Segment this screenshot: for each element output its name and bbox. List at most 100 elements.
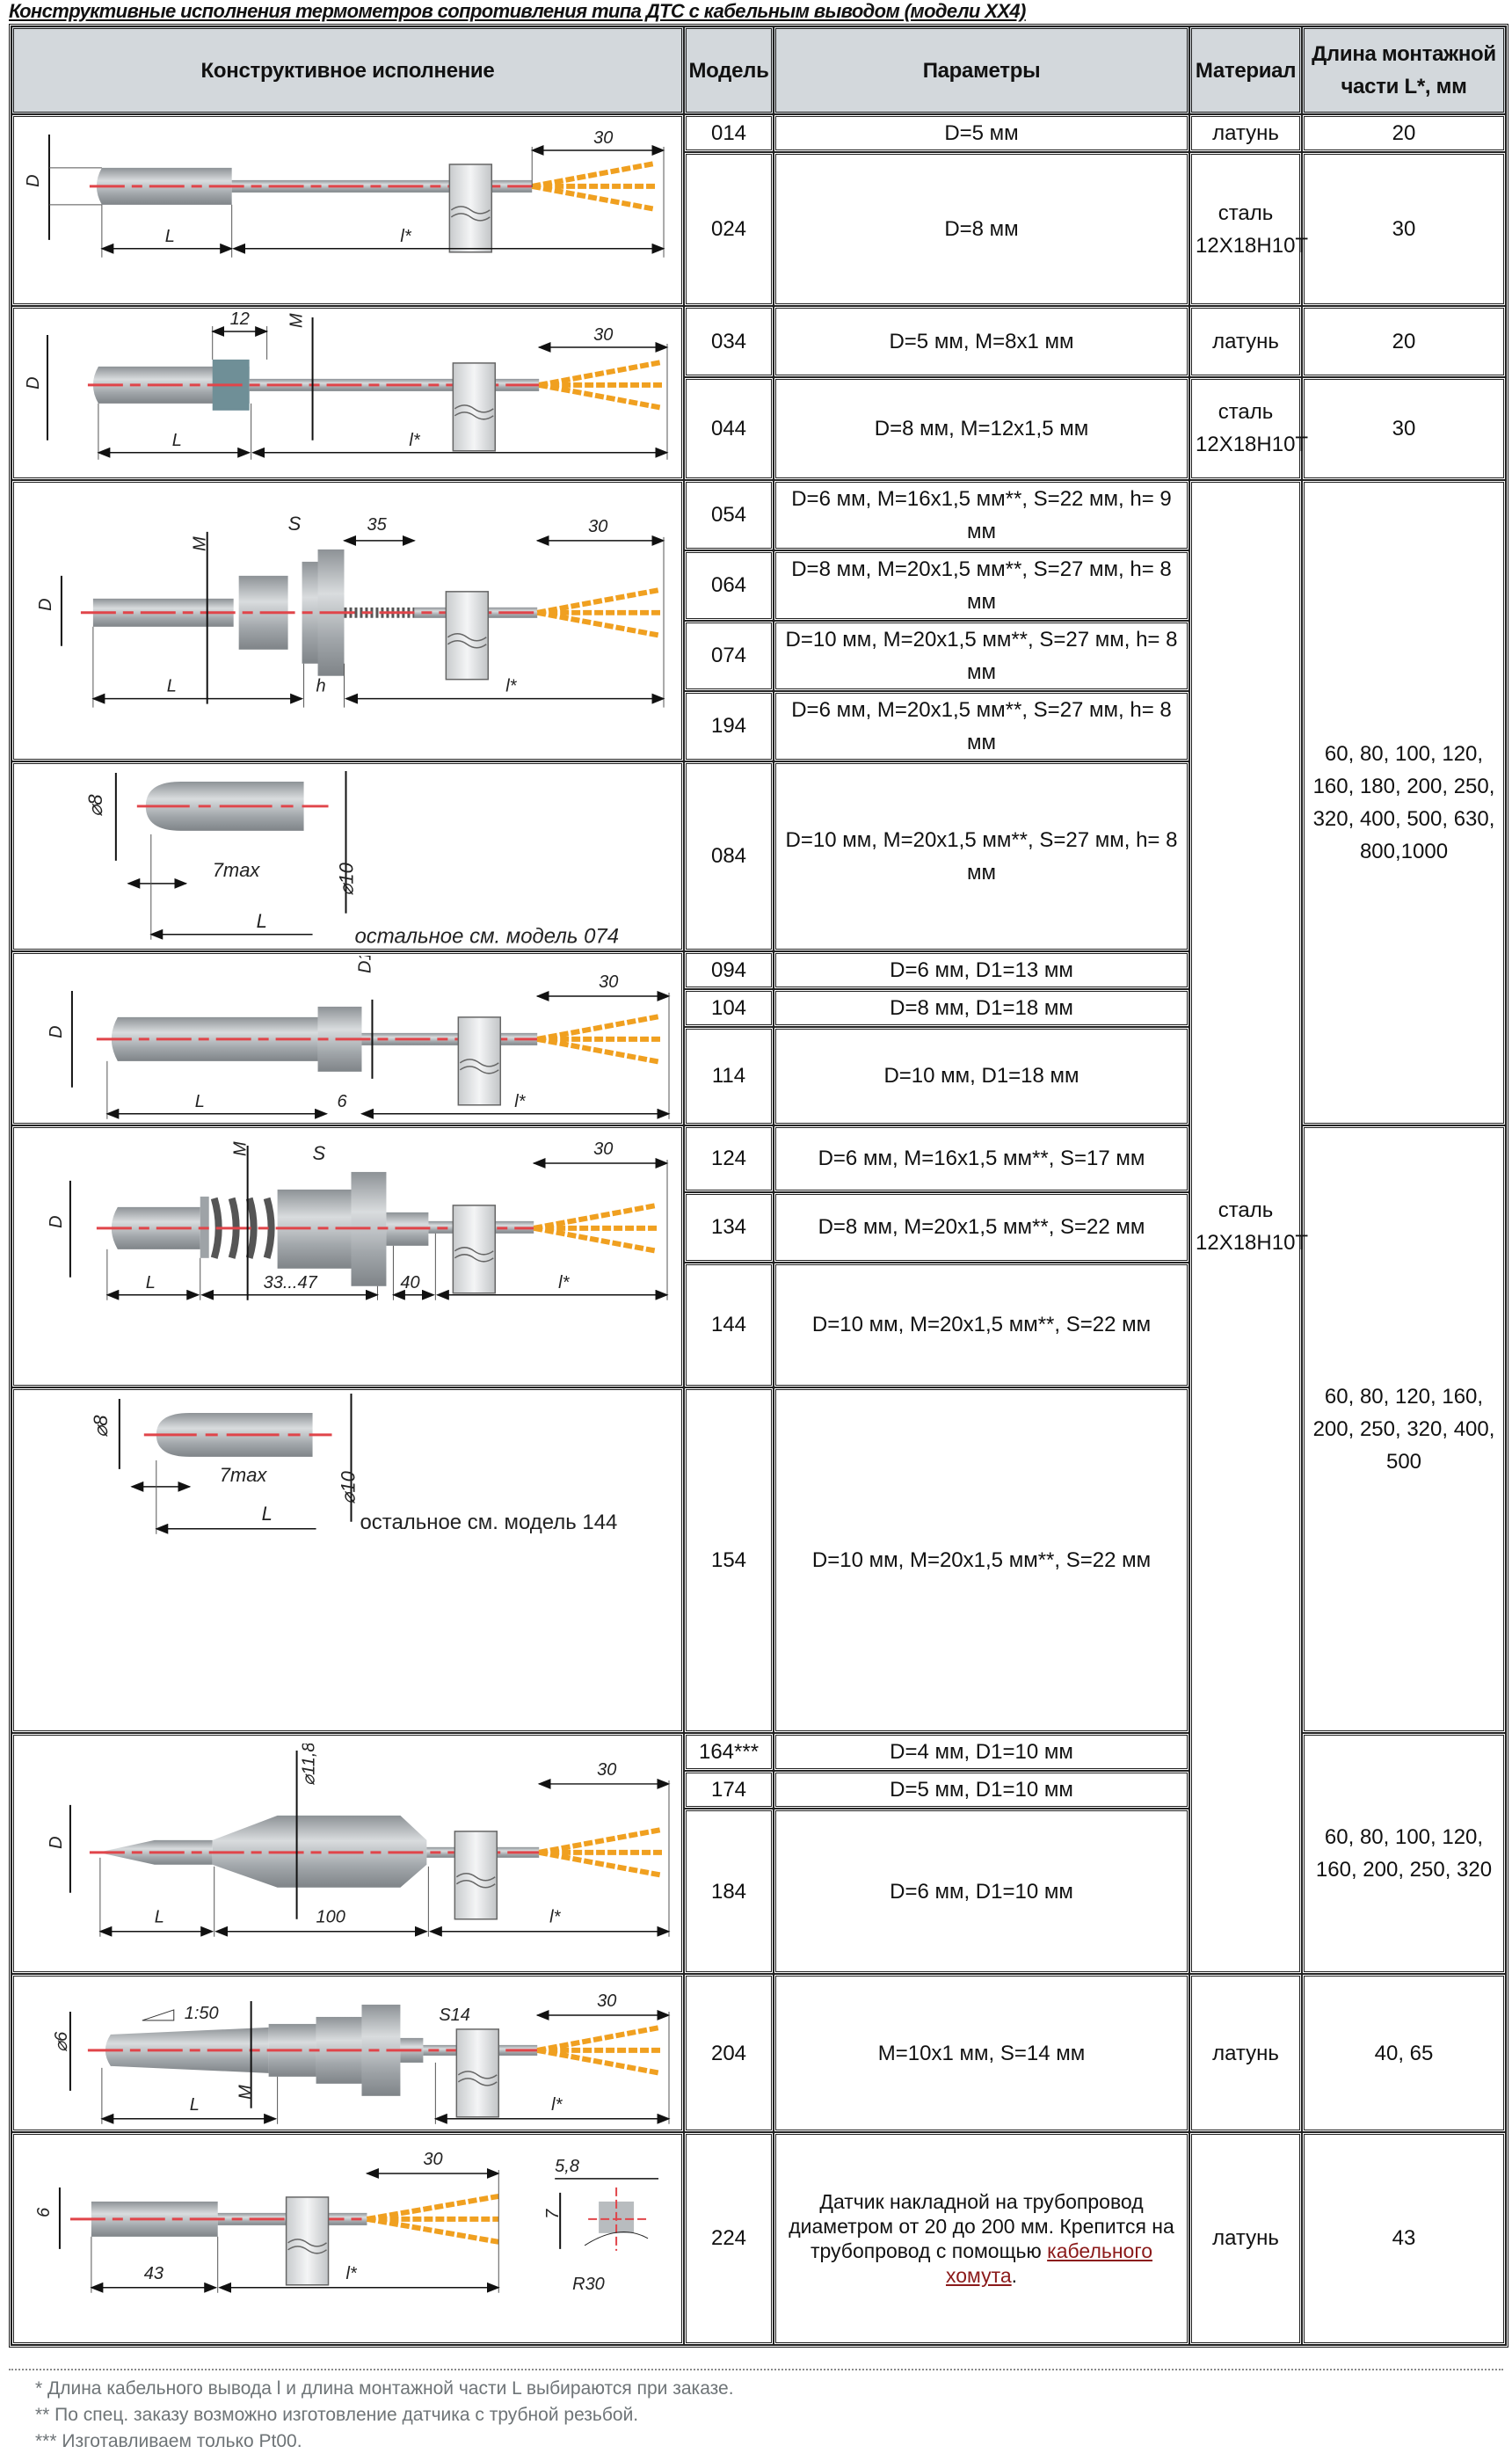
- dim-hundred: 100: [316, 1908, 345, 1927]
- params-cell: D=6 мм, М=20х1,5 мм**, S=27 мм, h= 8 мм: [774, 690, 1189, 761]
- model-cell: 104: [684, 988, 774, 1027]
- thermometer-drawing-j: 6 30 43 l*: [34, 2150, 659, 2294]
- thermometer-drawing-f: D M S 30: [47, 1139, 669, 1300]
- dim-tail: 30: [588, 517, 607, 536]
- dim-taper: 1:50: [185, 2004, 219, 2023]
- drawing-note: остальное см. модель 144: [360, 1511, 617, 1534]
- table-row: 114 D=10 мм, D1=18 мм: [11, 1026, 1506, 1125]
- params-cell: D=10 мм, D1=18 мм: [774, 1026, 1189, 1125]
- table-row: D M S 30: [11, 1125, 1506, 1734]
- length-cell: 43: [1302, 2131, 1506, 2345]
- params-text: Датчик накладной на трубопровод диаметро…: [789, 2189, 1174, 2262]
- model-cell: 124: [684, 1125, 774, 1192]
- dim-R30: R30: [572, 2275, 605, 2294]
- params-cell: D=10 мм, М=20х1,5 мм**, S=22 мм: [774, 1262, 1189, 1387]
- dim-D: D: [24, 175, 43, 187]
- params-cell: D=8 мм, М=12х1,5 мм: [774, 377, 1189, 480]
- table-row: ⌀8 ⌀10 7max L остальное см. модель 144 1…: [11, 1387, 1506, 1734]
- dim-tail: 30: [597, 1760, 616, 1780]
- drawing-094-114: D D1 30 L 6 l*: [11, 950, 684, 1125]
- params-cell: D=4 мм, D1=10 мм: [774, 1733, 1189, 1772]
- dim-D: D: [47, 1025, 66, 1038]
- dim-L: L: [262, 1503, 273, 1525]
- dim-l: l*: [346, 2264, 358, 2283]
- drawing-154: ⌀8 ⌀10 7max L остальное см. модель 144: [11, 1387, 684, 1734]
- params-cell: D=5 мм: [774, 114, 1189, 152]
- table-row: 6 30 43 l*: [11, 2131, 1506, 2345]
- header-material: Материал: [1189, 26, 1302, 114]
- params-cell: D=8 мм: [774, 152, 1189, 306]
- params-cell: D=10 мм, М=20х1,5 мм**, S=27 мм, h= 8 мм: [774, 620, 1189, 691]
- dim-d6: ⌀6: [52, 2031, 71, 2052]
- dim-L: L: [190, 2095, 200, 2115]
- dim-M: M: [287, 313, 307, 328]
- header-length: Длина монтажной части L*, мм: [1302, 26, 1506, 114]
- dim-L: L: [155, 1908, 164, 1927]
- page-title: Конструктивные исполнения термометров со…: [9, 0, 1026, 22]
- length-cell: 30: [1302, 377, 1506, 480]
- dim-h: h: [316, 677, 326, 696]
- thermometer-drawing-i: ⌀6 M 1:50 S14 30: [52, 1991, 671, 2124]
- params-end: .: [1011, 2263, 1018, 2287]
- drawing-124-144: D M S 30: [11, 1125, 684, 1387]
- drawing-034-044: D 12 M 30 L: [11, 306, 684, 480]
- dim-seven: 7: [543, 2209, 563, 2219]
- model-cell: 044: [684, 377, 774, 480]
- header-design: Конструктивное исполнение: [11, 26, 684, 114]
- material-cell-merged: сталь 12Х18Н10Т: [1189, 479, 1308, 1975]
- params-cell: М=10х1 мм, S=14 мм: [774, 1974, 1189, 2132]
- params-cell: D=8 мм, М=20х1,5 мм**, S=27 мм, h= 8 мм: [774, 550, 1189, 621]
- model-cell: 034: [684, 306, 774, 378]
- dim-tail: 30: [593, 128, 613, 148]
- table-row: 024 D=8 мм сталь 12Х18Н10Т 30: [11, 152, 1506, 306]
- material-cell: сталь 12Х18Н10Т: [1189, 377, 1308, 480]
- drawing-084: ⌀8 ⌀10 7max L остальное см. модель 074: [11, 761, 684, 951]
- dim-l: l*: [505, 677, 517, 696]
- dim-D: D: [24, 376, 43, 389]
- dim-M: M: [231, 1141, 251, 1156]
- length-cell: 40, 65: [1302, 1974, 1506, 2132]
- thermometer-drawing-d: ⌀8 ⌀10 7max L остальное см. модель 074: [84, 770, 619, 949]
- dim-D: D: [47, 1837, 66, 1849]
- table-row: D 12 M 30 L: [11, 306, 1506, 480]
- table-row: 104 D=8 мм, D1=18 мм: [11, 988, 1506, 1027]
- dim-spring: 35: [367, 515, 387, 535]
- params-cell: Датчик накладной на трубопровод диаметро…: [774, 2131, 1189, 2345]
- table-row: D ⌀11,8 30 L 100 l: [11, 1733, 1506, 1975]
- thermometer-drawing-c: D M S 35 30: [36, 513, 665, 708]
- footnote-1: * Длина кабельного вывода l и длина монт…: [35, 2378, 734, 2399]
- table-row: D 30 L l* 014 D=5 мм латун: [11, 114, 1506, 306]
- cable-clamp-link[interactable]: кабельного хомута: [945, 2239, 1153, 2287]
- dim-range: 33...47: [264, 1273, 318, 1292]
- footnote-separator: [9, 2369, 1503, 2370]
- dim-max: 7max: [213, 859, 261, 881]
- length-cell: 30: [1302, 152, 1506, 306]
- dim-S: S: [313, 1142, 326, 1164]
- table-row: ⌀6 M 1:50 S14 30: [11, 1974, 1506, 2132]
- thermometer-drawing-a: D 30 L l*: [24, 128, 665, 258]
- material-cell: латунь: [1189, 306, 1302, 378]
- dim-tail: 30: [593, 1139, 613, 1159]
- params-cell: D=8 мм, М=20х1,5 мм**, S=22 мм: [774, 1191, 1189, 1263]
- dim-tail: 30: [599, 972, 618, 992]
- dim-L: L: [257, 910, 267, 932]
- drawing-204: ⌀6 M 1:50 S14 30: [11, 1974, 684, 2132]
- dim-fortythree: 43: [144, 2264, 164, 2283]
- params-cell: D=8 мм, D1=18 мм: [774, 988, 1189, 1027]
- table-row: 184 D=6 мм, D1=10 мм: [11, 1809, 1506, 1975]
- model-cell: 054: [684, 479, 774, 550]
- params-cell: D=6 мм, D1=10 мм: [774, 1809, 1189, 1975]
- material-cell: сталь 12Х18Н10Т: [1189, 152, 1308, 306]
- dim-d8: ⌀8: [90, 1414, 112, 1437]
- dim-tail: 30: [593, 325, 613, 345]
- material-cell: латунь: [1189, 114, 1302, 152]
- table-row: 134 D=8 мм, М=20х1,5 мм**, S=22 мм: [11, 1191, 1506, 1263]
- drawing-014-024: D 30 L l*: [11, 114, 684, 306]
- model-cell: 114: [684, 1026, 774, 1125]
- models-table: Конструктивное исполнение Модель Парамет…: [9, 24, 1508, 2348]
- dim-d11-8: ⌀11,8: [300, 1744, 319, 1786]
- model-cell: 074: [684, 620, 774, 691]
- footnote-3: *** Изготавливаем только Pt00.: [35, 2431, 302, 2451]
- model-cell: 084: [684, 761, 774, 951]
- thermometer-drawing-e: D D1 30 L 6 l*: [47, 956, 671, 1119]
